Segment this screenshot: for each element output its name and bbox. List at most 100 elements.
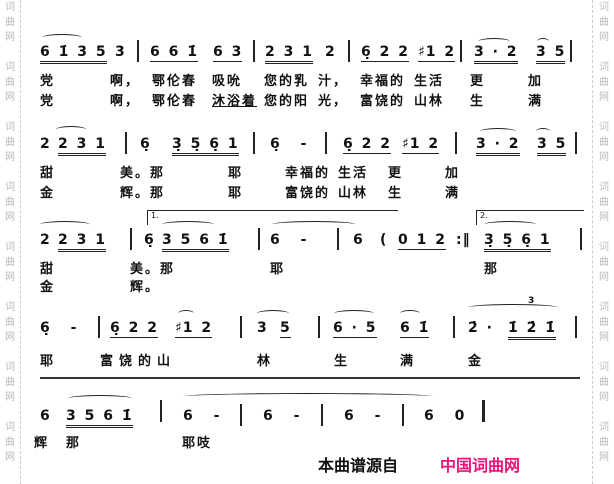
slur bbox=[536, 128, 550, 135]
bar-line bbox=[570, 40, 572, 62]
bar-line bbox=[348, 40, 350, 62]
slur bbox=[178, 310, 194, 317]
lyric: 富饶的山 bbox=[100, 354, 177, 369]
note-group: 2 3 1 bbox=[265, 44, 313, 64]
note-group: 6 - bbox=[183, 408, 228, 424]
volta-1: 1. bbox=[147, 210, 398, 225]
note-group: 6 - bbox=[344, 408, 389, 424]
end-bar-line bbox=[482, 400, 485, 422]
note-group: 2 bbox=[325, 44, 336, 60]
bar-line bbox=[575, 316, 577, 338]
note-group: ♯1 2 bbox=[402, 136, 440, 154]
repeat-sign: :‖ bbox=[456, 232, 471, 248]
lyric: 金 bbox=[468, 354, 484, 369]
bar-line bbox=[160, 400, 162, 422]
bar-line bbox=[460, 40, 462, 62]
watermark-right: 词 曲 网 词 曲 网 词 曲 网 词 曲 网 词 曲 网 词 曲 网 词 曲 … bbox=[599, 2, 609, 463]
lyric: 幸福的 bbox=[360, 74, 406, 89]
tie bbox=[183, 393, 433, 400]
lyric: 富饶的 bbox=[285, 186, 331, 201]
lyric: 生活 bbox=[414, 74, 445, 89]
note-group: 3 5 6 1̇ bbox=[66, 408, 133, 428]
bar-line bbox=[253, 40, 255, 62]
lyric: 生 bbox=[470, 94, 486, 109]
note-group: 6 - bbox=[270, 232, 315, 248]
lyric: 更 bbox=[470, 74, 486, 89]
note-group: 6 3 bbox=[213, 44, 243, 62]
lyric: 更 bbox=[388, 166, 404, 181]
note-group: 6̣ bbox=[144, 232, 155, 248]
note-group: 6̣ 2 2 bbox=[343, 136, 391, 154]
note-group: 2̇ · bbox=[468, 320, 493, 336]
lyric: 满 bbox=[445, 186, 461, 201]
lyric: 林 bbox=[257, 354, 273, 369]
lyric: 满 bbox=[400, 354, 416, 369]
slur bbox=[480, 128, 516, 135]
lyric: 辉。那 bbox=[120, 186, 166, 201]
slur bbox=[162, 221, 214, 228]
note-group: 6 bbox=[40, 408, 51, 424]
lyric: 您的阳 bbox=[264, 94, 310, 109]
note-group: 6̣ bbox=[140, 136, 151, 152]
note-group: 3 bbox=[115, 44, 126, 60]
note-group: ♯1 2 bbox=[418, 44, 456, 62]
bar-line bbox=[318, 316, 320, 338]
slur bbox=[40, 221, 90, 228]
note-group: 0 1 2 bbox=[398, 232, 446, 250]
lyric: 耶 bbox=[40, 354, 56, 369]
lyric: 山林 bbox=[414, 94, 445, 109]
slur bbox=[468, 304, 558, 311]
slur bbox=[478, 38, 510, 45]
lyric: 山林 bbox=[338, 186, 369, 201]
lyric: 生 bbox=[334, 354, 350, 369]
note-group: 3 5 6 1̇ bbox=[162, 232, 229, 252]
lyric: 那 bbox=[66, 436, 82, 451]
bar-line bbox=[453, 316, 455, 338]
note-group: 6̣ 2 2 bbox=[361, 44, 409, 62]
lyric: 啊， bbox=[110, 94, 141, 109]
note-group: 3̣ 5̣ 6̣ 1 bbox=[484, 232, 551, 252]
triplet-mark: 3 bbox=[528, 296, 535, 306]
lyric: 您的乳 bbox=[264, 74, 310, 89]
note-group: 2 3 1 bbox=[58, 232, 106, 252]
note-group: 2 bbox=[40, 136, 51, 152]
note-group: 2 bbox=[40, 232, 51, 248]
bar-line bbox=[137, 40, 139, 62]
lyric: 生活 bbox=[338, 166, 369, 181]
note-group: 6̣ - bbox=[40, 320, 85, 336]
note-group: 6̣ - bbox=[270, 136, 315, 152]
lyric: 鄂伦春 bbox=[152, 94, 198, 109]
lyric: 那 bbox=[484, 262, 500, 277]
bar-line bbox=[575, 132, 577, 154]
note-group: 5 bbox=[280, 320, 291, 338]
bar-line bbox=[337, 228, 339, 250]
slur bbox=[68, 395, 132, 402]
bar-line bbox=[321, 404, 323, 426]
note-group: 3̣ 5̣ 6̣ 1 bbox=[172, 136, 239, 156]
lyric: 美。那 bbox=[120, 166, 166, 181]
note-group: 3 · 2 bbox=[474, 44, 518, 64]
source-site-logo: 中国词曲网 bbox=[440, 456, 521, 475]
lyric: 光， bbox=[318, 94, 349, 109]
lyric: 满 bbox=[528, 94, 544, 109]
note-group: 2 3 1 bbox=[58, 136, 106, 156]
lyric: 耶 bbox=[228, 166, 244, 181]
lyric: 辉。 bbox=[130, 280, 161, 295]
source-credit: 本曲谱源自 bbox=[318, 456, 399, 475]
note-group: 6 - bbox=[263, 408, 308, 424]
lyric: 耶 bbox=[228, 186, 244, 201]
note-group: 3 · 2 bbox=[476, 136, 520, 156]
lyric: 耶吱 bbox=[182, 436, 213, 451]
lyric: 党 bbox=[40, 94, 56, 109]
lyric: 沐浴着 bbox=[212, 94, 258, 109]
lyric: 党 bbox=[40, 74, 56, 89]
margin-line bbox=[592, 0, 593, 484]
bar-line bbox=[580, 228, 582, 250]
slur bbox=[537, 38, 549, 45]
note-group: ♯1 2 bbox=[175, 320, 213, 338]
bar-line bbox=[98, 316, 100, 338]
lyric: 金 bbox=[40, 280, 56, 295]
lyric: 富饶的 bbox=[360, 94, 406, 109]
slur bbox=[56, 126, 86, 133]
